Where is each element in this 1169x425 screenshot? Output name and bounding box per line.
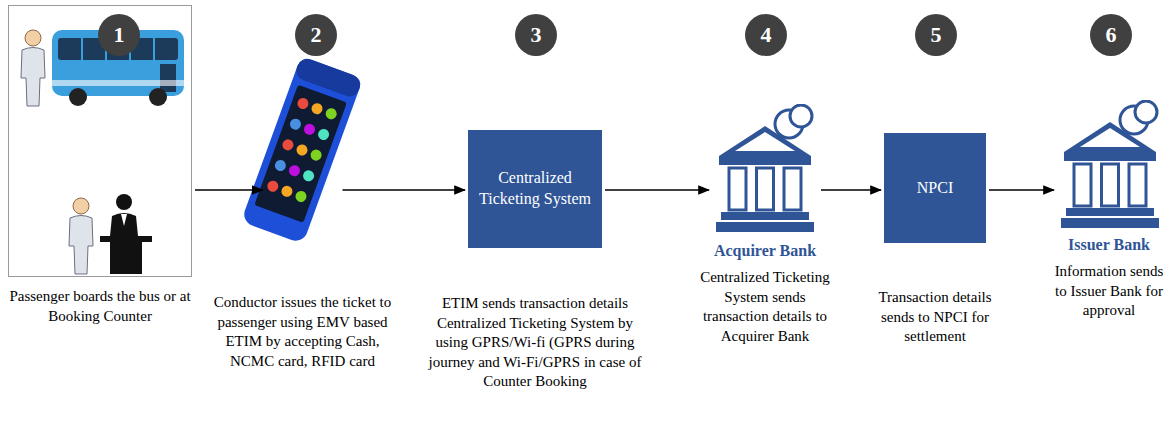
step-number: 6 bbox=[1090, 14, 1132, 56]
step-panel-node: Passenger boards the bus or at Booking C… bbox=[4, 5, 196, 326]
step-caption: Centralized Ticketing System sends trans… bbox=[700, 268, 830, 346]
etim-device bbox=[241, 56, 363, 244]
flow-arrow bbox=[605, 189, 709, 191]
device-area-node: Conductor issues the ticket to passenger… bbox=[205, 25, 400, 371]
box-label: Centralized Ticketing System bbox=[468, 162, 602, 216]
box-label: NPCI bbox=[911, 172, 959, 205]
flow-arrow bbox=[821, 189, 881, 191]
step-caption: Information sends to Issuer Bank for app… bbox=[1052, 262, 1166, 321]
step-caption: Transaction details sends to NPCI for se… bbox=[872, 288, 998, 347]
bank-name: Acquirer Bank bbox=[700, 242, 830, 260]
process-box-node: Centralized Ticketing SystemETIM sends t… bbox=[422, 130, 648, 392]
flow-arrow bbox=[989, 189, 1054, 191]
bank-icon bbox=[712, 100, 818, 238]
step-number: 4 bbox=[745, 14, 787, 56]
process-box: NPCI bbox=[884, 133, 986, 243]
process-box: Centralized Ticketing System bbox=[468, 130, 602, 248]
step-number: 3 bbox=[515, 14, 557, 56]
bank-icon-node: Acquirer BankCentralized Ticketing Syste… bbox=[700, 100, 830, 346]
step-caption: Conductor issues the ticket to passenger… bbox=[205, 293, 400, 371]
process-box-node: NPCI Transaction details sends to NPCI fo… bbox=[872, 133, 998, 347]
step-number: 1 bbox=[98, 14, 140, 56]
step-number-text: 4 bbox=[761, 22, 772, 48]
bank-icon bbox=[1057, 100, 1161, 232]
bank-icon-node: Issuer BankInformation sends to Issuer B… bbox=[1052, 100, 1166, 321]
device-area bbox=[266, 25, 340, 287]
step-number: 2 bbox=[295, 14, 337, 56]
step-caption: Passenger boards the bus or at Booking C… bbox=[4, 287, 196, 326]
step-number-text: 5 bbox=[931, 22, 942, 48]
step-number-text: 3 bbox=[531, 22, 542, 48]
step-number-text: 2 bbox=[311, 22, 322, 48]
flow-arrow bbox=[343, 189, 466, 191]
counter-illustration bbox=[100, 194, 152, 274]
step-number: 5 bbox=[915, 14, 957, 56]
step-caption: ETIM sends transaction details Centraliz… bbox=[422, 294, 648, 392]
step-number-text: 6 bbox=[1106, 22, 1117, 48]
step-number-text: 1 bbox=[114, 22, 125, 48]
bank-name: Issuer Bank bbox=[1052, 236, 1166, 254]
step-panel bbox=[8, 5, 192, 277]
flow-arrow bbox=[195, 189, 263, 191]
